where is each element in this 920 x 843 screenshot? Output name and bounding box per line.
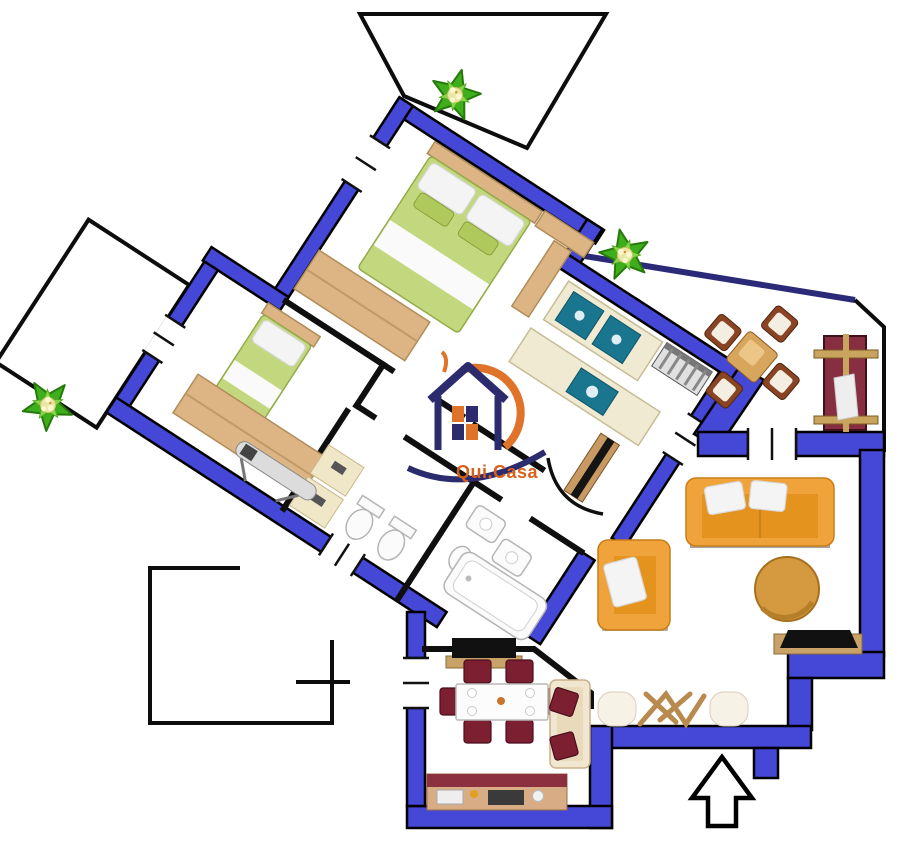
cream-settee [549, 679, 591, 769]
living-room [597, 477, 863, 729]
sun-lounger [813, 334, 879, 432]
logo-swoosh [460, 363, 525, 451]
console-shelf [597, 689, 749, 729]
console-bench [563, 432, 621, 503]
counter-with-sinks [542, 279, 664, 382]
windows [141, 134, 709, 577]
dining-table [455, 683, 549, 721]
tv-board [773, 630, 863, 655]
potted-plant [424, 62, 487, 123]
terrace-edge [853, 298, 886, 452]
potted-plant [594, 223, 655, 282]
balcony-bottom-left [148, 566, 334, 725]
armchair [597, 539, 671, 631]
two-seat-sofa [685, 477, 835, 548]
windows [403, 428, 798, 710]
outdoor-table [726, 331, 778, 383]
logo-wordmark: Qui.Casa [456, 462, 539, 482]
bidet [377, 515, 418, 561]
outdoor-chair [705, 371, 743, 409]
balcony-left [0, 216, 192, 431]
outdoor-dining-set [704, 305, 800, 409]
bathroom-laundry [235, 441, 418, 561]
wardrobe [534, 209, 595, 259]
outdoor-chair [761, 305, 799, 343]
logo-house-icon [406, 350, 547, 483]
logo-window-pane [452, 406, 464, 422]
second-bedroom [171, 301, 327, 497]
bathroom [443, 505, 548, 641]
ironing-board [235, 441, 317, 503]
bathtub [443, 551, 548, 641]
exterior-walls [405, 430, 886, 830]
kitchen [508, 279, 713, 503]
logo: Qui.Casa [406, 350, 547, 483]
radiator [651, 341, 713, 397]
outdoor-chair [704, 313, 742, 352]
night-wing [0, 95, 746, 646]
dining-room [426, 638, 591, 811]
balcony-top [356, 12, 610, 151]
logo-underline-arc [406, 449, 547, 483]
sideboard [426, 773, 568, 811]
round-pouf [754, 556, 820, 622]
outdoor-chair [762, 362, 800, 401]
counter-with-hob [508, 327, 662, 447]
day-wing [403, 305, 886, 830]
master-bedroom [293, 140, 595, 362]
roof-terrace [704, 305, 879, 432]
wardrobe-side [510, 239, 573, 319]
entrance-door-arc [546, 457, 604, 516]
double-bed [358, 156, 531, 333]
toilet [345, 494, 386, 540]
north-arrow-icon [687, 753, 757, 829]
